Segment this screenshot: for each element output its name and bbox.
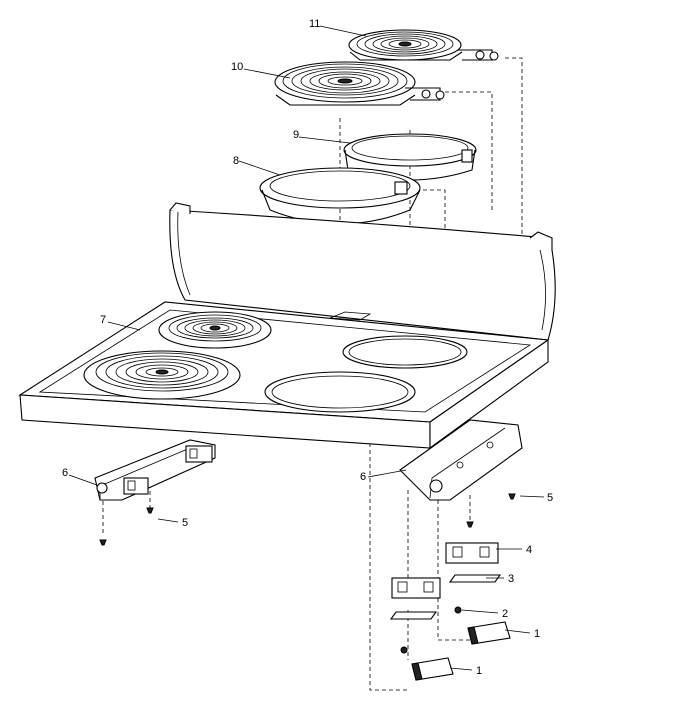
callout-6-right: 6 xyxy=(360,471,366,483)
callout-3: 3 xyxy=(508,573,514,585)
screw xyxy=(400,606,462,654)
callout-11: 11 xyxy=(309,18,320,30)
callout-5-right: 5 xyxy=(547,492,553,504)
terminal-bracket-left xyxy=(94,439,216,546)
terminal-clip xyxy=(389,574,502,620)
callout-labels: 11 10 9 8 7 6 6 5 5 4 3 2 1 1 xyxy=(62,18,553,677)
terminal-connector xyxy=(411,621,511,681)
callout-7: 7 xyxy=(100,314,106,326)
leader-lines xyxy=(68,25,545,671)
callout-9: 9 xyxy=(293,129,299,141)
callout-6-left: 6 xyxy=(62,467,68,479)
callout-1-lower: 1 xyxy=(476,665,482,677)
callout-1-upper: 1 xyxy=(534,628,540,640)
callout-10: 10 xyxy=(231,61,243,73)
callout-8: 8 xyxy=(233,155,239,167)
surface-element-small xyxy=(348,29,499,61)
callout-4: 4 xyxy=(526,544,532,556)
cooktop-assembly xyxy=(18,202,556,450)
callout-2: 2 xyxy=(502,608,508,620)
surface-element-large xyxy=(274,61,445,106)
terminal-bracket-right xyxy=(399,419,523,528)
drip-bowl-large xyxy=(259,167,421,225)
callout-5-left: 5 xyxy=(182,517,188,529)
terminal-block xyxy=(391,542,499,599)
